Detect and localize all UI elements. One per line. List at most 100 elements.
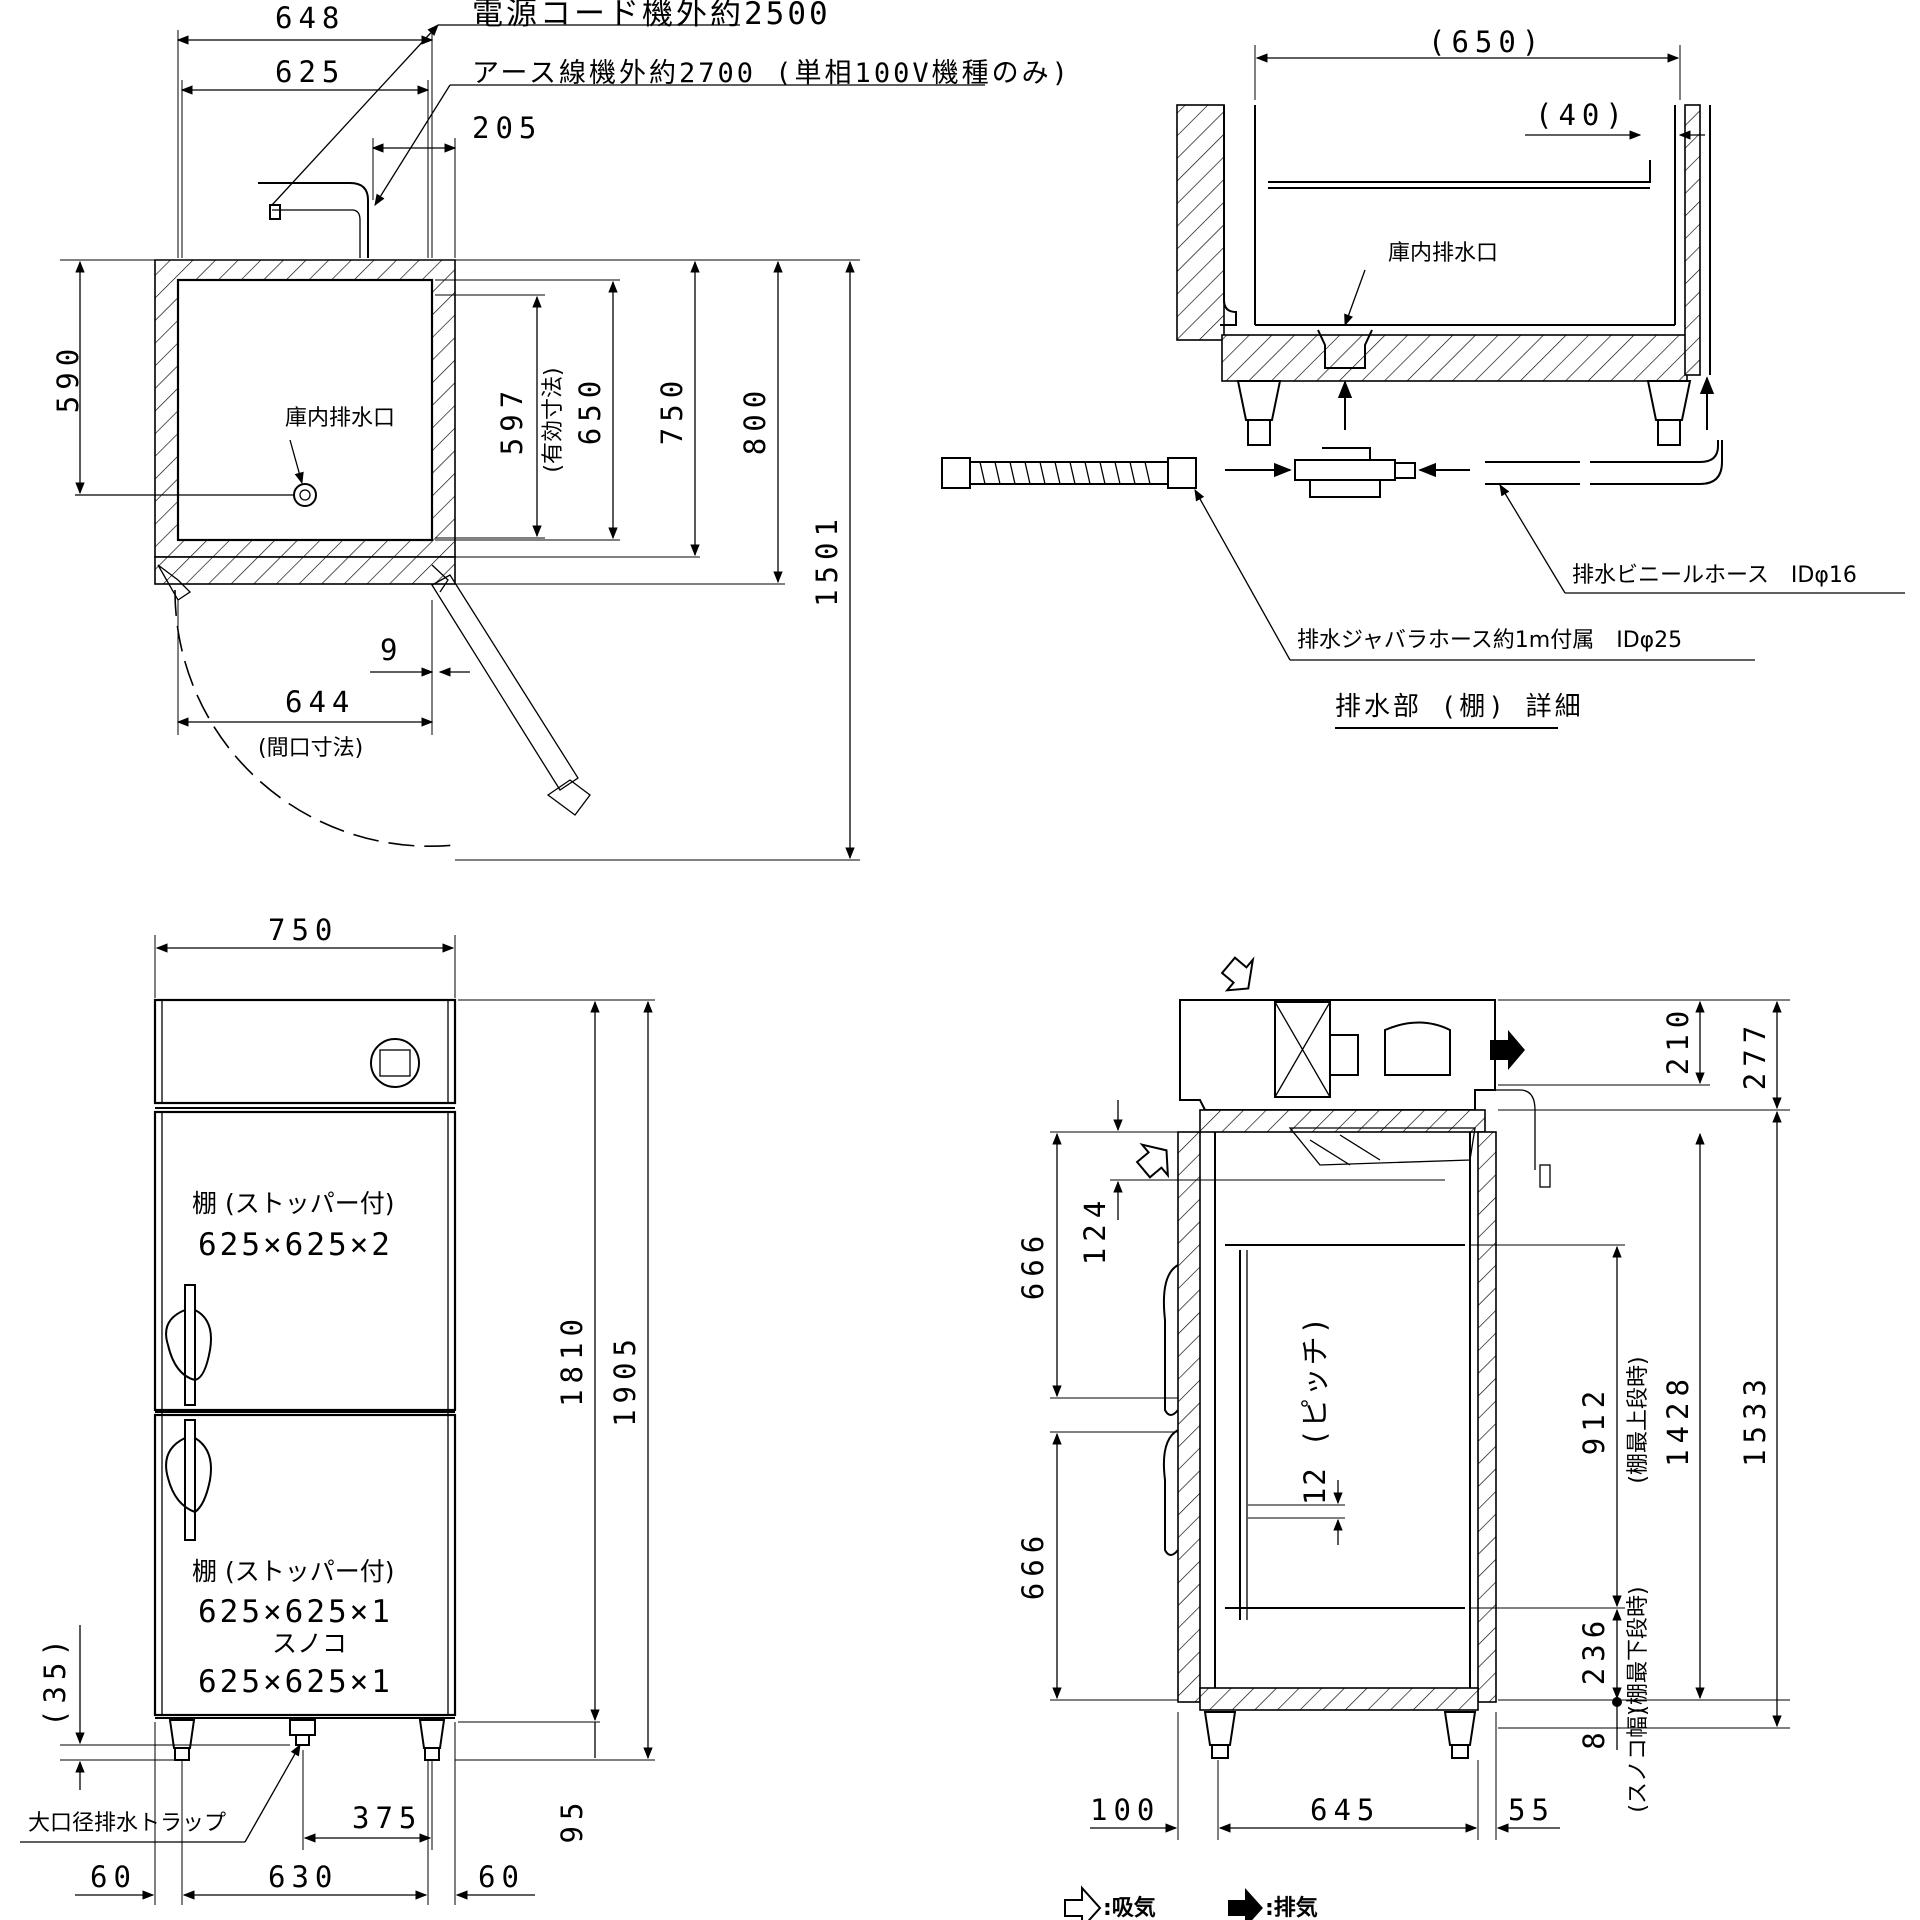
- intake-arrow-side-icon: [1135, 1143, 1170, 1179]
- trap-label: 大口径排水トラップ: [28, 1811, 226, 1836]
- dim-630: 630: [268, 1860, 338, 1894]
- detail-left-wall: [1176, 104, 1225, 341]
- dim-100: 100: [1090, 1793, 1160, 1827]
- upper-door: [153, 1110, 457, 1412]
- dim-666-lower: 666: [1016, 1530, 1050, 1600]
- dim-55: 55: [1508, 1793, 1555, 1827]
- dim-277: 277: [1738, 1020, 1772, 1090]
- front-foot-right: [418, 1719, 446, 1761]
- controller-icon: [370, 1038, 420, 1088]
- front-view: 棚 (ストッパー付) 625×625×2 棚 (ストッパー付) 625×625×…: [20, 913, 655, 1905]
- effective-note: (有効寸法): [541, 367, 566, 472]
- dim-912-note: (棚最上段時): [1626, 1356, 1651, 1483]
- side-bottom-slab: [1199, 1687, 1479, 1711]
- top-drain-label: 庫内排水口: [285, 406, 395, 431]
- detail-foot-right: [1646, 380, 1692, 446]
- dim-210: 210: [1661, 1005, 1695, 1075]
- intake-arrow-top-icon: [1220, 956, 1255, 992]
- bellows-hose-end-right: [1167, 457, 1197, 489]
- dim-12-pitch: 12 (ピッチ): [1298, 1315, 1332, 1505]
- dim-1810: 1810: [555, 1313, 589, 1407]
- side-foot-front: [1203, 1711, 1237, 1759]
- sunoko-name: スノコ: [272, 1629, 347, 1658]
- dim-236: 236: [1577, 1615, 1611, 1685]
- side-back-wall: [1477, 1131, 1497, 1703]
- dim-750: 750: [655, 375, 689, 445]
- side-view: 210 277 124 666 666 12 (ピッチ) 912 (棚最上段時)…: [1016, 956, 1790, 1840]
- dim-800: 800: [738, 385, 772, 455]
- detail-foot-left: [1236, 380, 1282, 446]
- side-machine-room: [1179, 999, 1496, 1111]
- power-cord-label: 電源コード機外約2500: [472, 0, 831, 32]
- sunoko-size: 625×625×1: [198, 1664, 393, 1700]
- shelf-upper-size: 625×625×2: [198, 1227, 393, 1263]
- dim-60-left: 60: [90, 1860, 137, 1894]
- drain-trap-fitting: [1294, 447, 1396, 498]
- side-foot-back: [1443, 1711, 1477, 1759]
- legend: :吸気 :排気: [1064, 1885, 1318, 1920]
- door-hinge-left: [157, 564, 192, 601]
- side-lower-door-handle: [1162, 1429, 1179, 1556]
- dim-644: 644: [285, 685, 355, 719]
- dim-1428: 1428: [1661, 1373, 1695, 1467]
- top-view-interior: [176, 278, 434, 542]
- side-upper-door-handle: [1162, 1264, 1179, 1416]
- side-power-cord: [1495, 1089, 1536, 1170]
- dim-1501: 1501: [810, 513, 844, 607]
- detail-right-wall: [1684, 104, 1701, 376]
- dim-597: 597: [495, 385, 529, 455]
- lower-door-handle: [165, 1419, 212, 1541]
- front-foot-left: [168, 1719, 196, 1761]
- dim-236-note: (棚最下段時): [1626, 1586, 1651, 1713]
- dim-590: 590: [51, 343, 85, 413]
- detail-drain-port: [1317, 329, 1373, 369]
- top-view: 庫内排水口 電源コード機外約2500 アース線機外約2700 (単相100V機種…: [51, 0, 1068, 861]
- dim-9: 9: [380, 633, 403, 667]
- compressor: [1384, 1021, 1451, 1076]
- dim-35: (35): [38, 1633, 72, 1727]
- detail-dim-650: (650): [1428, 25, 1545, 59]
- drain-detail: 庫内排水口 排水ビニールホース IDφ16 排水ジャバラホース約1m付属 IDφ…: [941, 25, 1905, 729]
- legend-exhaust: :排気: [1265, 1895, 1318, 1920]
- dim-648: 648: [275, 1, 345, 35]
- dim-60-right: 60: [478, 1860, 525, 1894]
- power-cord: [258, 182, 369, 258]
- legend-intake: :吸気: [1103, 1895, 1156, 1920]
- dim-666-upper: 666: [1016, 1230, 1050, 1300]
- dim-1905: 1905: [608, 1333, 642, 1427]
- exhaust-legend-icon: [1228, 1888, 1263, 1920]
- door-open-position: [431, 574, 579, 791]
- bellows-hose-label: 排水ジャバラホース約1m付属 IDφ25: [1297, 628, 1682, 653]
- dim-650: 650: [573, 375, 607, 445]
- shelf-lower-name: 棚 (ストッパー付): [192, 1557, 394, 1586]
- dim-645: 645: [1310, 1793, 1380, 1827]
- side-front-wall: [1177, 1131, 1201, 1703]
- dim-1533: 1533: [1738, 1373, 1772, 1467]
- dim-912: 912: [1577, 1385, 1611, 1455]
- exhaust-arrow-icon: [1490, 1030, 1525, 1070]
- opening-note: (間口寸法): [258, 736, 363, 761]
- detail-shelf: [1268, 160, 1651, 189]
- dim-8-note: (スノコ幅): [1626, 1707, 1651, 1812]
- cord-plug: [269, 204, 281, 220]
- dim-8: 8: [1577, 1726, 1611, 1749]
- detail-title: 排水部 (棚) 詳細: [1335, 692, 1584, 722]
- bellows-hose-end-left: [941, 457, 971, 489]
- door-swing-arc: [174, 589, 456, 848]
- dim-124: 124: [1078, 1195, 1112, 1265]
- dim-625: 625: [275, 55, 345, 89]
- side-top-slab: [1199, 1109, 1486, 1133]
- evaporator: [1288, 1127, 1476, 1166]
- detail-dim-40: (40): [1535, 98, 1629, 132]
- dim-95: 95: [555, 1797, 589, 1844]
- lower-door: [153, 1413, 457, 1717]
- dim-205: 205: [472, 111, 542, 145]
- shelf-lower-size: 625×625×1: [198, 1594, 393, 1630]
- dim-750-width: 750: [268, 913, 338, 947]
- vinyl-hose-label: 排水ビニールホース IDφ16: [1572, 563, 1857, 588]
- detail-drain-label: 庫内排水口: [1388, 241, 1498, 266]
- upper-door-handle: [165, 1284, 212, 1406]
- top-view-door-bottom: [154, 556, 456, 585]
- drain-trap-icon: [289, 1719, 316, 1746]
